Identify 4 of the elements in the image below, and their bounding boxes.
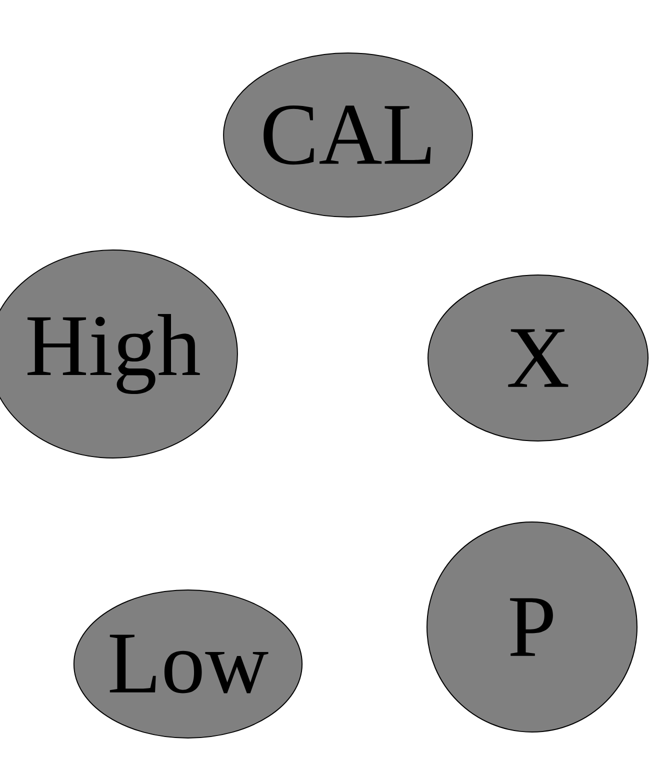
- ellipse-node: X: [428, 274, 648, 442]
- ellipse-node: P: [426, 522, 638, 732]
- ellipse-node: CAL: [223, 52, 473, 218]
- ellipse-node: Low: [73, 590, 303, 738]
